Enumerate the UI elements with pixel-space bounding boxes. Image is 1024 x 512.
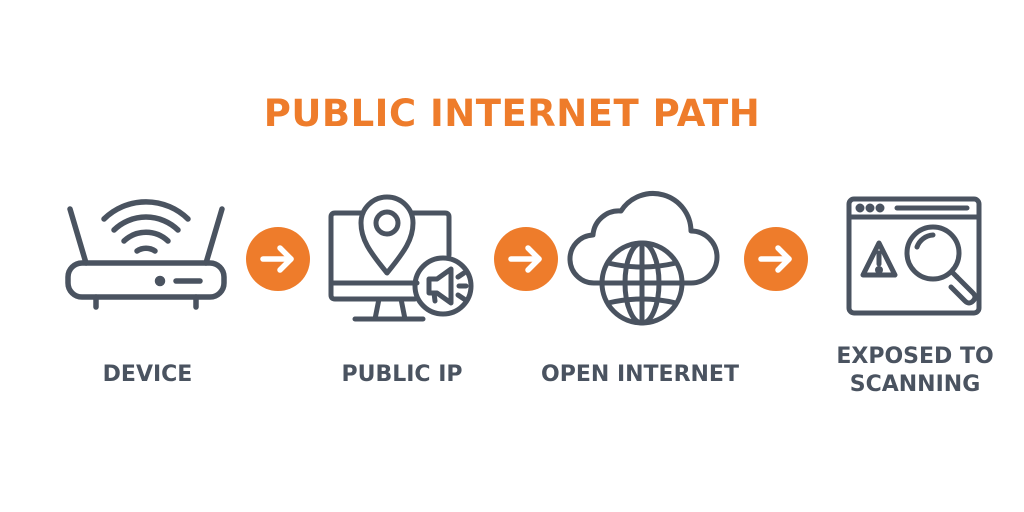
label-line: OPEN INTERNET: [541, 362, 739, 387]
arrow-right-icon: [246, 227, 310, 291]
label-line: PUBLIC IP: [341, 362, 463, 387]
router-icon: [62, 199, 232, 320]
step-label-exposed-to-scanning: EXPOSED TO SCANNING: [820, 343, 1010, 399]
cloud-globe-icon: [567, 185, 720, 330]
browser-warning-search-icon: [845, 195, 985, 320]
diagram-title: PUBLIC INTERNET PATH: [263, 92, 761, 135]
label-line: SCANNING: [849, 372, 981, 397]
arrow-right-icon: [494, 227, 558, 291]
arrow-right-icon: [744, 227, 808, 291]
label-line: EXPOSED TO: [836, 344, 994, 369]
step-label-device: DEVICE: [60, 361, 235, 389]
step-label-open-internet: OPEN INTERNET: [540, 361, 740, 389]
monitor-location-icon: [327, 185, 477, 335]
step-label-public-ip: PUBLIC IP: [312, 361, 492, 389]
label-line: DEVICE: [102, 362, 193, 387]
